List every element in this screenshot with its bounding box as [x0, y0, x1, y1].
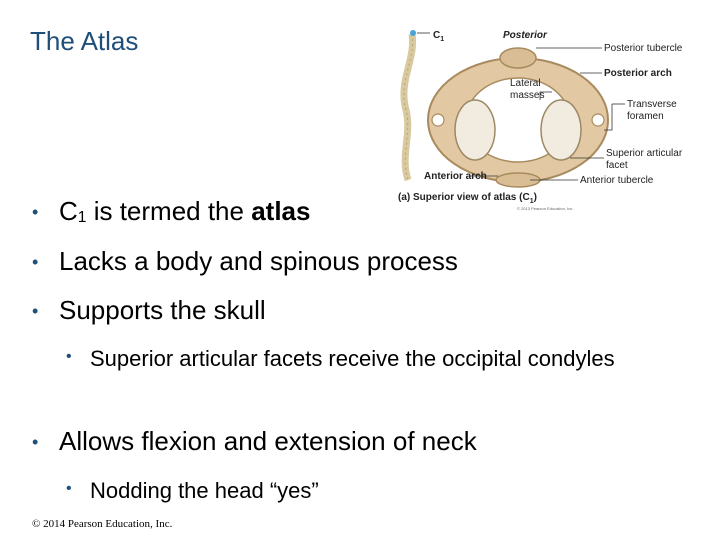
posterior-arch-label: Posterior arch [604, 68, 672, 79]
spine-illustration [400, 30, 430, 182]
bullet-text: Superior articular facets receive the oc… [90, 346, 615, 371]
bullet-text: Lacks a body and spinous process [59, 246, 458, 276]
anterior-tubercle-label: Anterior tubercle [580, 175, 654, 186]
slide-title: The Atlas [30, 26, 139, 56]
lateral-masses-label-2: masses [510, 90, 544, 101]
figure-caption: (a) Superior view of atlas (C1) [398, 192, 537, 205]
bullet-dot: • [32, 301, 39, 321]
bullet-text: C1 is termed the atlas [59, 196, 311, 226]
anterior-arch-label: Anterior arch [424, 171, 487, 182]
transverse-foramen-label-1: Transverse [627, 99, 677, 110]
copyright-notice: © 2014 Pearson Education, Inc. [32, 518, 173, 530]
atlas-bone [427, 47, 609, 188]
leader-lines [470, 47, 625, 181]
superior-facet-label-1: Superior articular [606, 148, 683, 159]
transverse-foramen-label-2: foramen [627, 111, 664, 122]
atlas-illustration: C1 Posterior [398, 30, 683, 211]
bullet-dot: • [32, 432, 39, 452]
superior-facet-label-2: facet [606, 160, 628, 171]
bullet-dot: • [32, 252, 39, 272]
bullet-dot: • [66, 348, 72, 365]
right-superior-facet [540, 99, 582, 161]
bullet-text: Supports the skull [59, 295, 266, 325]
figure-small-copyright: © 2013 Pearson Education, Inc. [517, 206, 574, 211]
c1-marker [410, 30, 416, 36]
posterior-tubercle-label: Posterior tubercle [604, 43, 683, 54]
atlas-figure: C1 Posterior [380, 20, 710, 220]
bullet-text: Nodding the head “yes” [90, 478, 319, 503]
bullet-dot: • [32, 202, 39, 222]
bullet-text: Allows flexion and extension of neck [59, 426, 477, 456]
left-superior-facet [454, 99, 496, 161]
c1-label: C1 [433, 30, 444, 43]
posterior-label: Posterior [503, 30, 548, 41]
bullet-dot: • [66, 480, 72, 497]
lateral-masses-label-1: Lateral [510, 78, 541, 89]
